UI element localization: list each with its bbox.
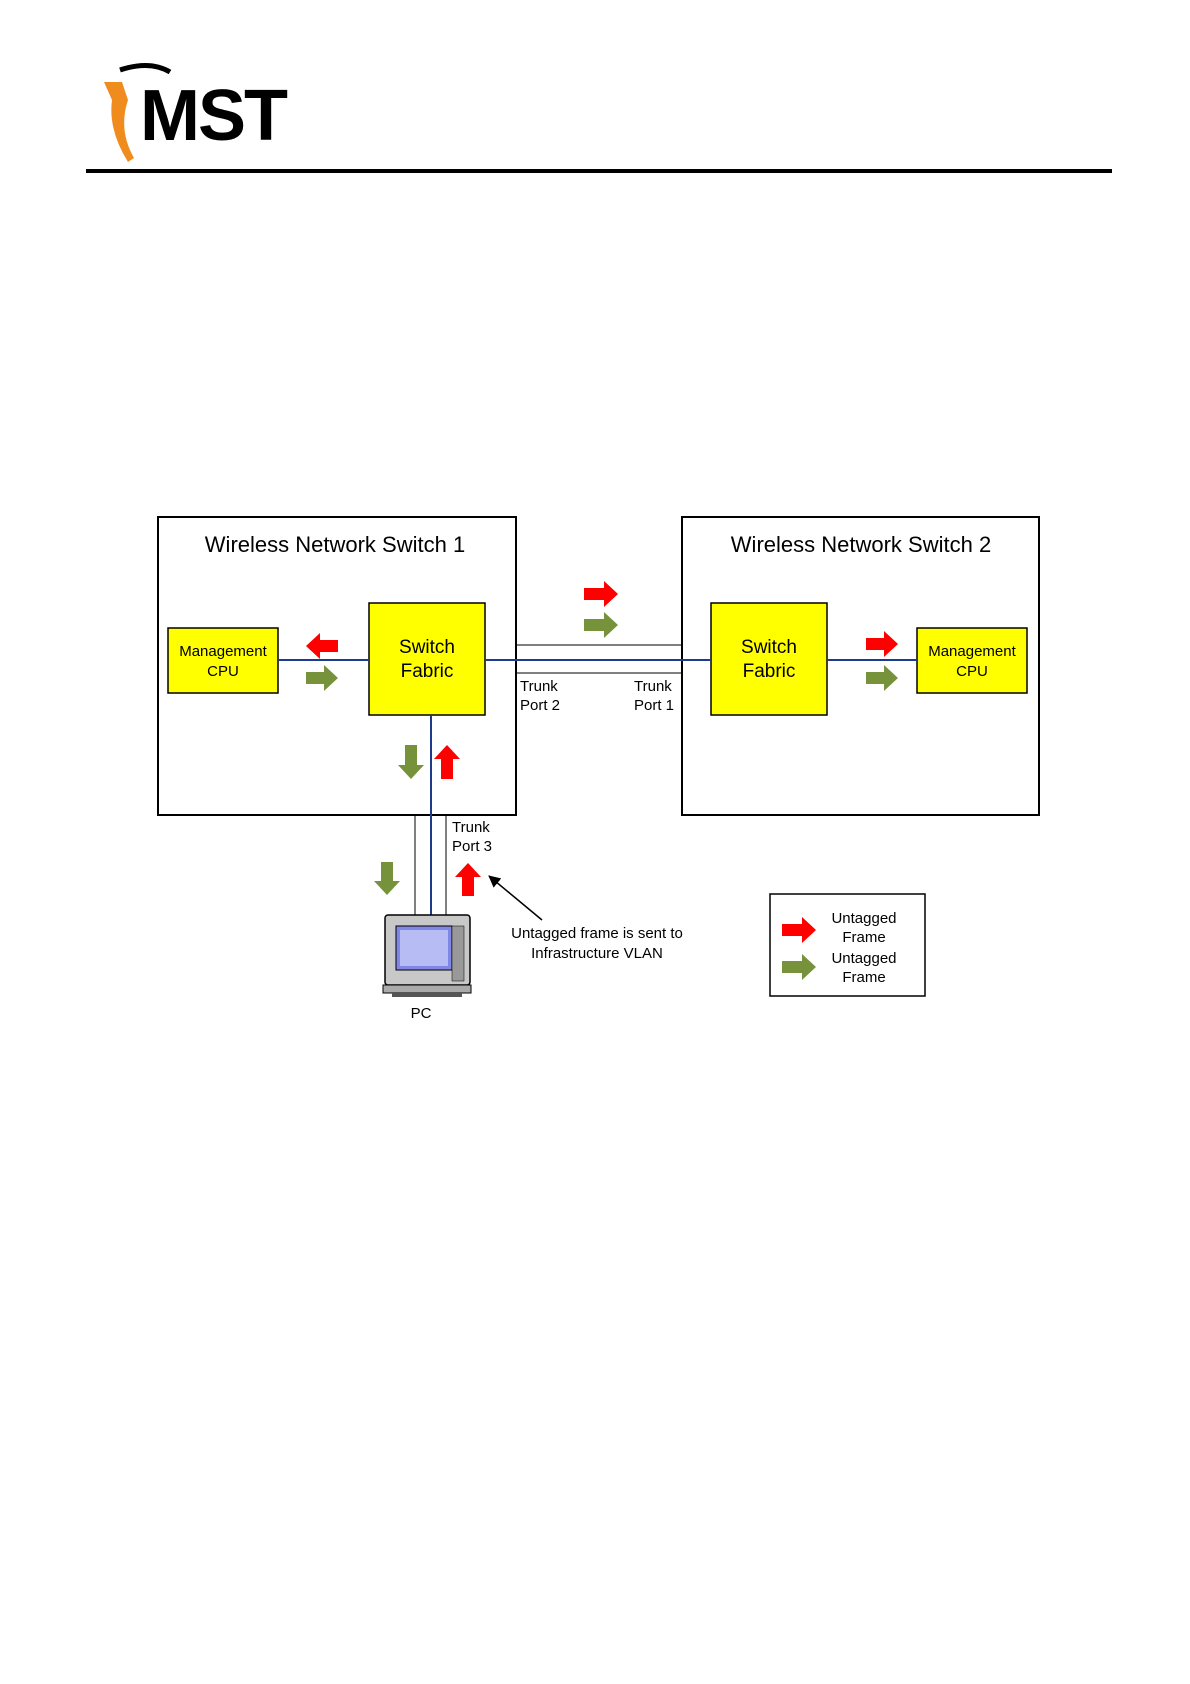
trunk-port-1-label-2: Port 1 [634, 697, 674, 714]
pc-computer-icon [383, 915, 471, 997]
green-arrow-down-icon [374, 862, 400, 895]
legend: Untagged Frame Untagged Frame [770, 894, 925, 996]
legend-red-label-2: Frame [842, 929, 885, 946]
trunk-port-2-label-2: Port 2 [520, 697, 560, 714]
switch2-title: Wireless Network Switch 2 [731, 532, 991, 557]
switch1-fabric-label-2: Fabric [401, 661, 454, 682]
mst-logo: MST [104, 65, 288, 162]
switch1-fabric-box [369, 603, 485, 715]
legend-red-label-1: Untagged [831, 910, 896, 927]
logo-swoosh-arc [120, 65, 170, 72]
wireless-network-switch-2: Wireless Network Switch 2 Switch Fabric … [682, 517, 1039, 815]
logo-text: MST [140, 76, 288, 156]
red-arrow-up-icon [455, 863, 481, 896]
switch2-fabric-label-1: Switch [741, 637, 797, 658]
switch1-mgmt-label-2: CPU [207, 663, 239, 680]
switch1-mgmt-cpu-box [168, 628, 278, 693]
green-arrow-right-icon [584, 612, 618, 638]
header-rule [86, 169, 1112, 173]
annotation-pointer-arrow [489, 876, 542, 920]
switch2-fabric-label-2: Fabric [743, 661, 796, 682]
red-arrow-right-icon [584, 581, 618, 607]
switch1-mgmt-label-1: Management [179, 643, 267, 660]
switch2-mgmt-label-1: Management [928, 643, 1016, 660]
switch1-fabric-label-1: Switch [399, 637, 455, 658]
wireless-network-switch-1: Wireless Network Switch 1 Management CPU… [158, 517, 516, 815]
switch2-fabric-box [711, 603, 827, 715]
legend-green-label-2: Frame [842, 969, 885, 986]
switch2-mgmt-cpu-box [917, 628, 1027, 693]
trunk-port-2-label-1: Trunk [520, 678, 558, 695]
pc-label: PC [411, 1005, 432, 1022]
switch2-mgmt-label-2: CPU [956, 663, 988, 680]
switch1-title: Wireless Network Switch 1 [205, 532, 465, 557]
logo-swoosh-shape [104, 82, 134, 162]
trunk-port-3-label-2: Port 3 [452, 838, 492, 855]
legend-green-label-1: Untagged [831, 950, 896, 967]
trunk-port-3-label-1: Trunk [452, 819, 490, 836]
trunk-port-1-label-1: Trunk [634, 678, 672, 695]
annotation-line-2: Infrastructure VLAN [531, 945, 663, 962]
annotation-line-1: Untagged frame is sent to [511, 925, 683, 942]
